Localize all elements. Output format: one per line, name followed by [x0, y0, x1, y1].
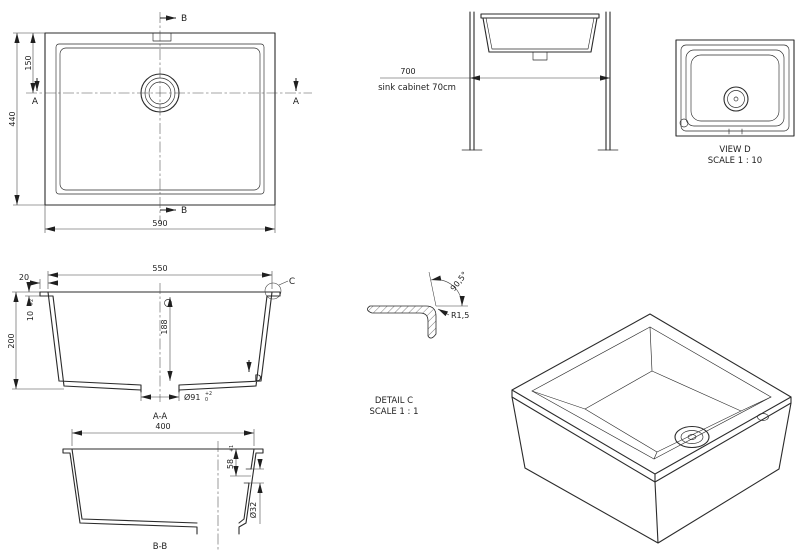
section-label-a-right: A — [293, 97, 300, 107]
section-label-a-left: A — [32, 97, 39, 107]
extension-lines — [13, 32, 276, 233]
iso-rim-thickness — [511, 389, 792, 483]
detailc-angle-text: 90,5° — [449, 270, 470, 293]
dim-text-150: 150 — [24, 55, 33, 70]
dim-tol-10: +2 — [29, 299, 35, 306]
iso-drain-mid — [680, 430, 704, 444]
bb-title: B-B — [153, 542, 168, 552]
aa-extension-lines — [12, 271, 273, 401]
section-label-b-bottom: B — [181, 206, 187, 216]
iso-drain-center — [687, 434, 697, 440]
iso-body-edges — [511, 396, 792, 544]
iso-drain-outer — [674, 425, 710, 449]
overflow-notch — [152, 32, 172, 42]
section-label-b-top: B — [181, 14, 187, 24]
sink-section-inner — [485, 17, 595, 61]
dim-text-200: 200 — [7, 333, 16, 348]
aa-title: A-A — [153, 412, 168, 422]
detail-c-marker: C — [289, 277, 295, 287]
dim-text-550: 550 — [152, 264, 167, 273]
viewd-rim-edge — [680, 44, 790, 132]
dim-text-20: 20 — [19, 273, 29, 282]
detailc-title: DETAIL C — [375, 396, 413, 406]
viewd-overflow-hole — [679, 118, 689, 128]
dim-text-188: 188 — [160, 319, 169, 334]
dim-text-440: 440 — [8, 111, 17, 126]
dim-text-590: 590 — [152, 219, 167, 228]
detailc-scale: SCALE 1 : 1 — [369, 407, 418, 417]
section-bb: 400 58 +1 Ø32 B-B — [62, 422, 264, 552]
iso-overflow-hole — [757, 413, 769, 421]
viewd-drain-outer — [723, 86, 749, 112]
isometric-view — [511, 313, 792, 544]
dim-text-700: 700 — [400, 67, 415, 76]
iso-bowl-corner-edges — [531, 326, 772, 460]
sink-section-outline — [480, 13, 600, 53]
aa-overflow-hole — [164, 299, 172, 307]
viewd-title: VIEW D — [719, 145, 751, 155]
viewd-drain-mid — [727, 90, 745, 108]
detailc-hatched-section — [367, 305, 437, 339]
viewd-drain-center — [733, 96, 739, 102]
detailc-radius-text: R1,5 — [451, 311, 469, 320]
cabinet-walls — [469, 11, 611, 151]
cabinet-note: sink cabinet 70cm — [378, 83, 456, 93]
viewd-bowl-edge — [690, 54, 780, 122]
viewd-outer-outline — [675, 39, 795, 137]
detailc-radius-leader — [437, 308, 450, 317]
centerlines — [26, 12, 312, 222]
section-aa: 550 20 10 +2 200 188 Ø91 +2 0 C D A-A — [7, 264, 295, 422]
dim-tol-91-up: +2 — [205, 391, 212, 397]
top-view: B B A A 440 150 590 — [8, 12, 312, 233]
front-view: 700 sink cabinet 70cm — [378, 11, 619, 151]
viewd-scale: SCALE 1 : 10 — [708, 156, 762, 166]
iso-rim-top — [511, 313, 792, 475]
dim-text-58: 58 — [226, 459, 235, 469]
dim-text-91: Ø91 — [184, 392, 200, 402]
dim-tol-91-low: 0 — [205, 397, 208, 403]
bb-profile — [62, 448, 264, 535]
detail-c-circle — [264, 282, 282, 300]
viewd-rim-inner-edge — [685, 49, 785, 127]
detail-c-leader — [278, 280, 289, 286]
bowl-top-edge — [59, 47, 261, 191]
viewd-notch — [728, 128, 743, 135]
view-d: VIEW D SCALE 1 : 10 — [675, 39, 795, 166]
dim-text-32: Ø32 — [248, 502, 258, 518]
detailc-angle-arc — [430, 275, 465, 307]
view-d-marker: D — [255, 374, 262, 384]
bb-extension-lines — [71, 429, 264, 484]
dim-text-400: 400 — [155, 422, 170, 431]
dim-tol-58: +1 — [229, 445, 235, 452]
dim-text-10: 10 — [26, 311, 35, 321]
detail-c: 90,5° R1,5 DETAIL C SCALE 1 : 1 — [367, 270, 469, 417]
